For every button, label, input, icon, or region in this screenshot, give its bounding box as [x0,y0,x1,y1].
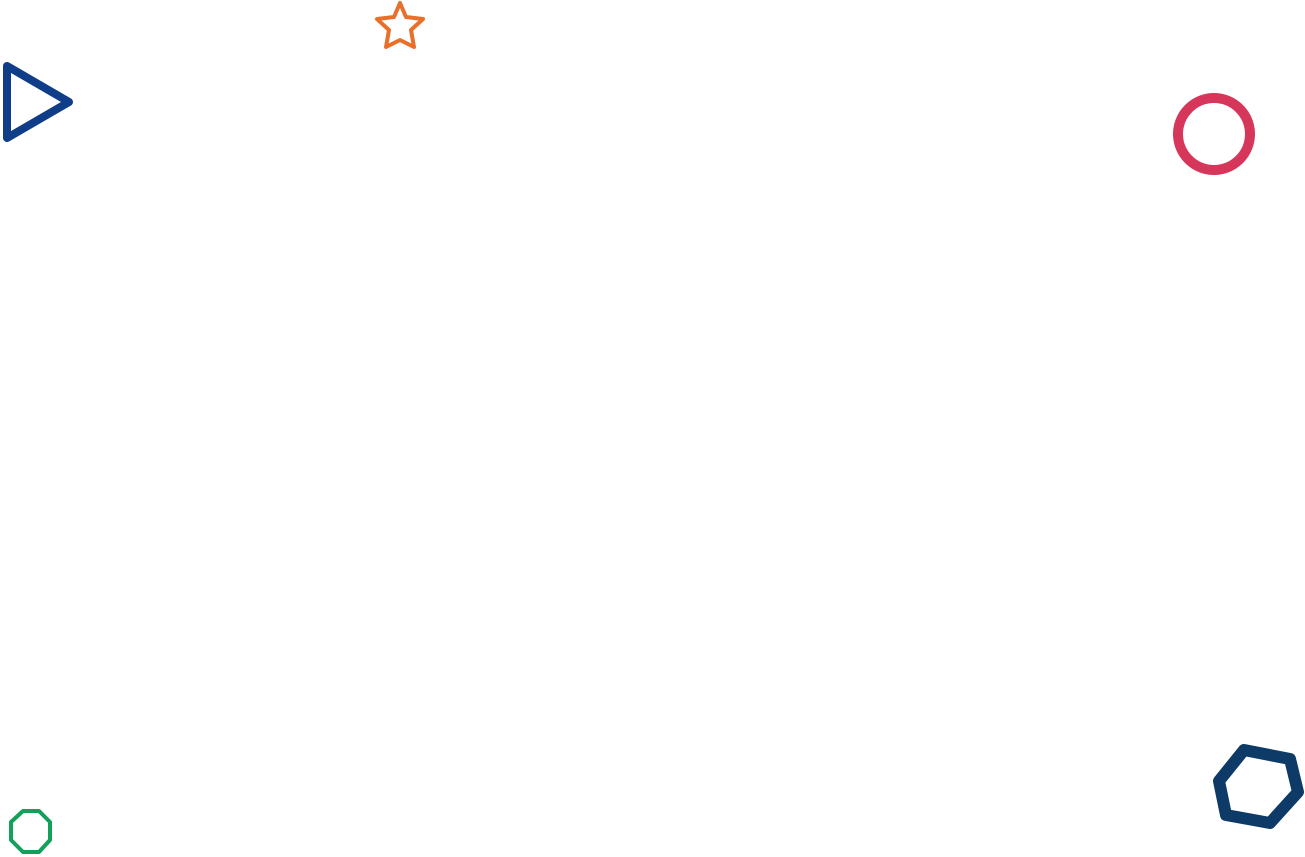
hexagon-icon [1213,744,1304,829]
circle-icon [1173,93,1255,175]
octagon-icon [9,809,52,854]
triangle-icon [3,62,73,142]
star-icon [375,1,425,49]
